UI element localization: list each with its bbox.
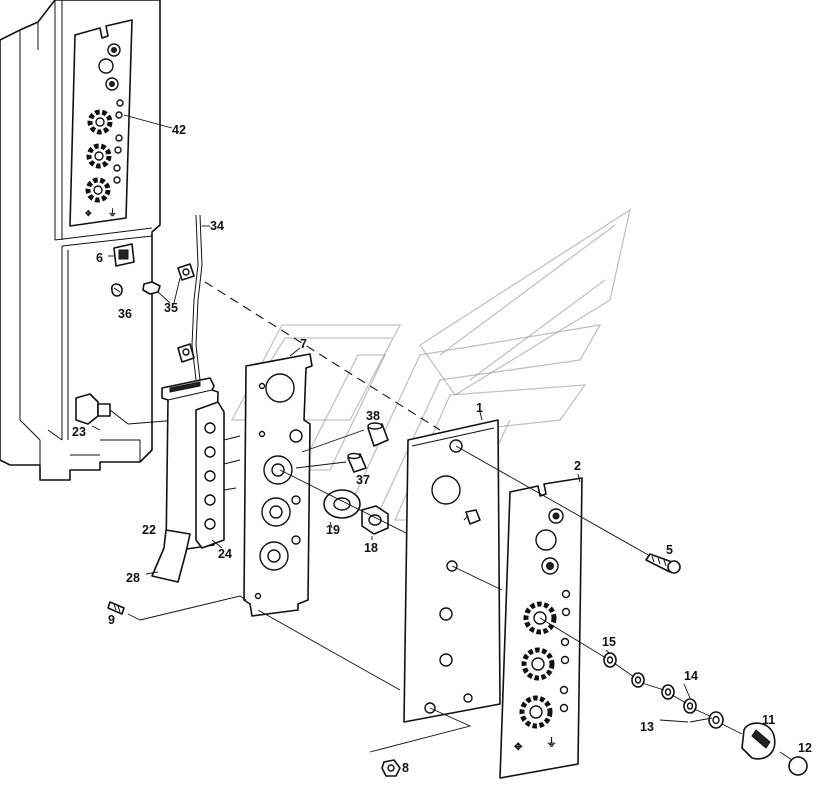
panel-42: ✥ ⏚ xyxy=(69,19,173,227)
callout-35: 35 xyxy=(164,301,178,315)
screw-9 xyxy=(107,601,141,621)
callout-5: 5 xyxy=(666,543,673,557)
callout-13: 13 xyxy=(640,720,654,734)
washer-15 xyxy=(603,652,617,668)
cap-12 xyxy=(788,756,808,776)
callout-2: 2 xyxy=(574,459,581,473)
switch-6 xyxy=(108,243,135,267)
leader-8 xyxy=(369,707,472,753)
callout-7: 7 xyxy=(300,337,307,351)
callout-23: 23 xyxy=(72,425,86,439)
bushing-37 xyxy=(295,452,367,473)
callout-38: 38 xyxy=(366,409,380,423)
plate-1 xyxy=(403,411,501,723)
nut-8 xyxy=(381,759,401,777)
callout-11: 11 xyxy=(762,713,775,727)
callout-15: 15 xyxy=(602,635,616,649)
callout-12: 12 xyxy=(798,741,812,755)
washer-13b xyxy=(708,711,724,729)
callout-18: 18 xyxy=(364,541,378,555)
fan-symbol-icon: ✥ xyxy=(85,209,92,218)
callout-14: 14 xyxy=(684,669,698,683)
connectors-35 xyxy=(142,263,195,363)
washer-13a xyxy=(631,672,645,688)
washer-14a xyxy=(661,684,675,700)
knob-axis xyxy=(539,617,607,659)
callout-6: 6 xyxy=(96,251,103,265)
nut-18 xyxy=(361,505,389,540)
callout-24: 24 xyxy=(218,547,232,561)
ground-symbol-icon: ⏚ xyxy=(546,736,557,749)
callout-37: 37 xyxy=(356,473,370,487)
knob-11 xyxy=(741,722,776,760)
screw-5 xyxy=(455,445,681,574)
callout-28: 28 xyxy=(126,571,140,585)
plate-7 xyxy=(243,347,313,617)
callout-9: 9 xyxy=(108,613,115,627)
washer-14b xyxy=(683,698,697,714)
callout-34: 34 xyxy=(210,219,224,233)
pcb-24 xyxy=(180,401,241,554)
panel-2: ✥ ⏚ xyxy=(499,473,583,779)
fan-symbol-icon: ✥ xyxy=(514,742,523,753)
callout-8: 8 xyxy=(402,761,409,775)
clip-36 xyxy=(111,283,123,297)
callout-19: 19 xyxy=(326,523,340,537)
gland-23 xyxy=(75,393,205,431)
callout-42: 42 xyxy=(172,123,186,137)
ground-symbol-icon: ⏚ xyxy=(108,208,117,218)
foot-28 xyxy=(145,529,191,583)
callout-36: 36 xyxy=(118,307,132,321)
cable-34 xyxy=(191,214,210,381)
leader-9 xyxy=(139,595,247,621)
alignment-line xyxy=(204,281,441,431)
callout-22: 22 xyxy=(142,523,156,537)
callout-1: 1 xyxy=(476,401,483,415)
spacer-38 xyxy=(301,422,389,453)
